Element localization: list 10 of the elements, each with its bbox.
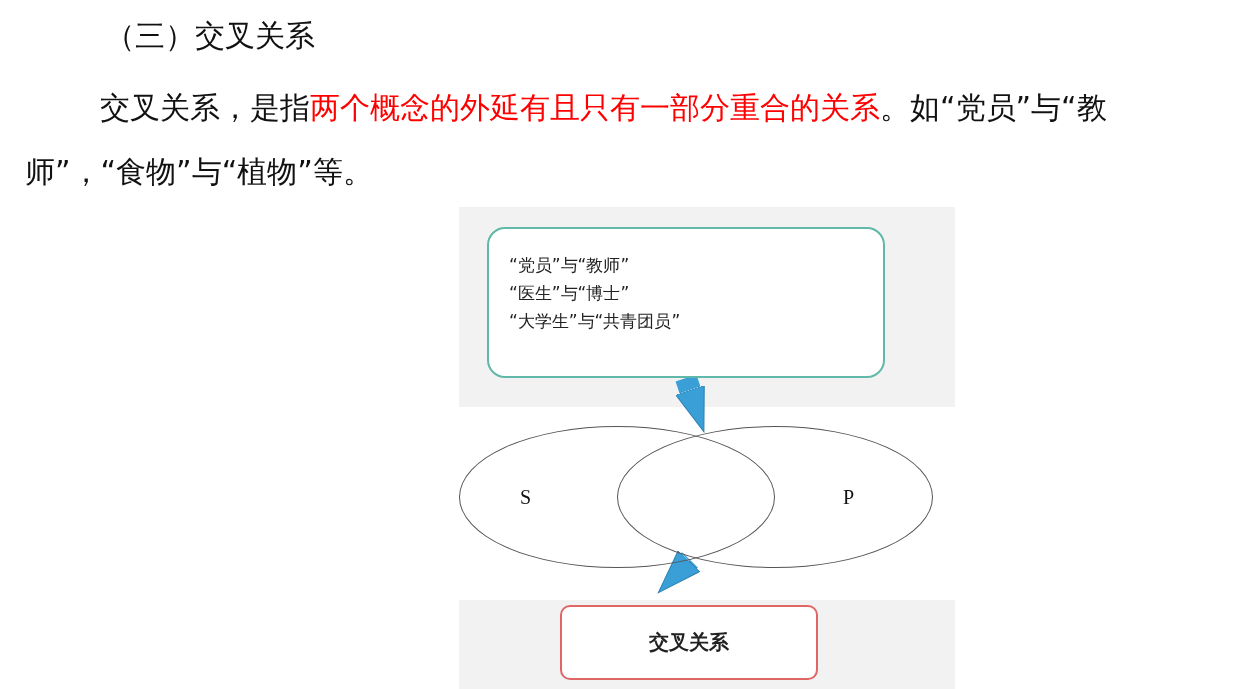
example-text: “医生”与“博士” — [509, 282, 631, 305]
heading: （三）交叉关系 — [105, 17, 315, 55]
example-text: “党员”与“教师” — [509, 254, 631, 277]
set-label: P — [842, 485, 854, 509]
example-text: “大学生”与“共青团员” — [509, 310, 682, 333]
paragraph: 交叉关系，是指两个概念的外延有且只有一部分重合的关系。如“党员”与“教师”，“食物”与“植物”等。 — [25, 89, 1108, 191]
example-box — [487, 227, 885, 378]
set-label: S — [520, 485, 532, 509]
block-arrow — [657, 550, 701, 594]
result-box: 交叉关系 — [560, 605, 818, 680]
